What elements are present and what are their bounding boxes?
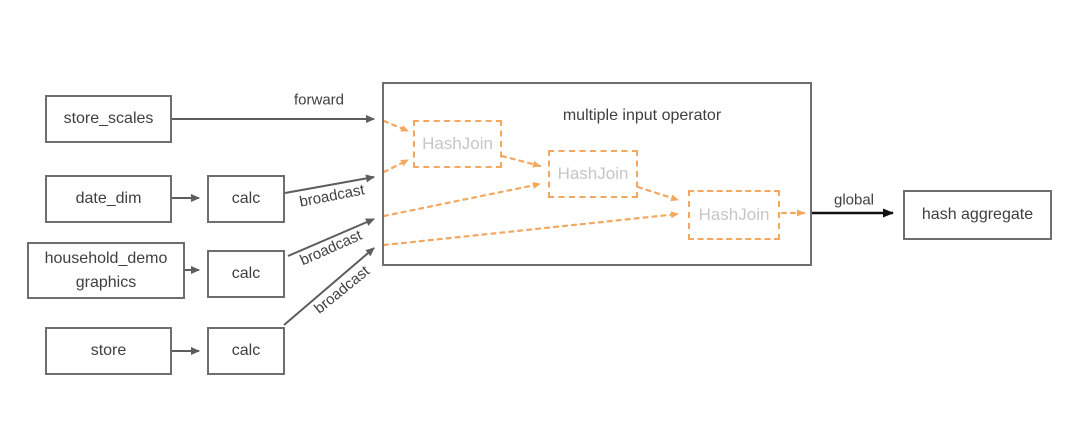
node-store: store: [45, 327, 172, 375]
edge-into-hashjoin2-lower: [382, 181, 542, 218]
edge-broadcast-1-line: [284, 174, 375, 194]
edge-into-hashjoin1-upper: [382, 119, 410, 133]
edge-hashjoin1-to-hashjoin2: [500, 154, 542, 168]
edge-broadcast-2-line: [287, 218, 375, 257]
node-household-demographics-line2: graphics: [75, 273, 137, 291]
node-household-demographics: household_demo graphics: [27, 242, 185, 299]
node-multiple-input-operator: [382, 82, 812, 266]
edge-label-forward: forward: [293, 91, 345, 109]
node-hashjoin-1: HashJoin: [413, 120, 502, 168]
node-calc-3: calc: [207, 327, 285, 375]
node-store-scales: store_scales: [45, 95, 172, 143]
edge-broadcast-3-line: [283, 247, 375, 326]
edge-into-hashjoin3-lower: [382, 211, 680, 247]
node-date-dim: date_dim: [45, 175, 172, 223]
node-household-demographics-line1: household_demo: [44, 250, 168, 268]
node-hash-aggregate: hash aggregate: [903, 190, 1052, 240]
node-hashjoin-3: HashJoin: [688, 190, 780, 240]
edge-hashjoin2-to-hashjoin3: [636, 185, 680, 202]
node-calc-1: calc: [207, 175, 285, 223]
edge-into-hashjoin1-lower: [382, 158, 410, 174]
multiple-input-operator-title: multiple input operator: [562, 107, 722, 124]
node-hashjoin-2: HashJoin: [548, 150, 638, 198]
edge-label-global: global: [833, 191, 875, 209]
node-calc-2: calc: [207, 250, 285, 298]
